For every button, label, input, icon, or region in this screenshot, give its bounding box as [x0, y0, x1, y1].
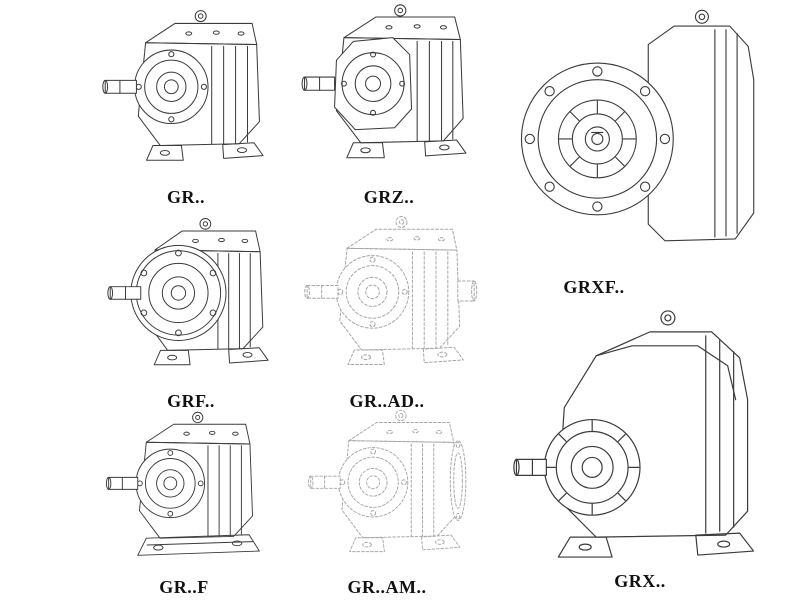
gearbox-drawing-grxf-icon [498, 2, 780, 275]
gearbox-drawing-grf-icon [90, 214, 292, 389]
gearbox-figure-gr-ad: GR..AD.. [286, 212, 488, 412]
gearbox-label-gr-ad: GR..AD.. [349, 391, 425, 411]
gearbox-figure-grf: GRF.. [90, 214, 292, 412]
gearbox-label-gr: GR.. [167, 187, 205, 207]
gearbox-figure-grz: GRZ.. [292, 2, 486, 208]
gearbox-drawing-grz-icon [292, 2, 486, 185]
gearbox-label-grz: GRZ.. [363, 187, 415, 207]
gearbox-figure-gr-am: GR..AM.. [288, 406, 486, 598]
gearbox-drawing-grx-icon [500, 300, 780, 569]
gearbox-drawing-gr-icon [86, 6, 286, 185]
gearbox-label-grf: GRF.. [167, 391, 215, 411]
gearbox-figure-grxf: GRXF.. [498, 2, 780, 298]
gearbox-label-gr-f: GR..F [159, 577, 209, 597]
gearbox-label-gr-am: GR..AM.. [347, 577, 427, 597]
gearbox-drawing-gr-ad-icon [286, 212, 488, 389]
gearbox-drawing-gr-f-icon [84, 408, 284, 575]
gearbox-label-grx: GRX.. [614, 571, 666, 591]
gearbox-drawing-gr-am-icon [288, 406, 486, 575]
gearbox-figure-gr: GR.. [86, 6, 286, 208]
gearbox-figure-gr-f: GR..F [84, 408, 284, 598]
gearbox-figure-grx: GRX.. [500, 300, 780, 592]
gearbox-label-grxf: GRXF.. [563, 277, 625, 297]
